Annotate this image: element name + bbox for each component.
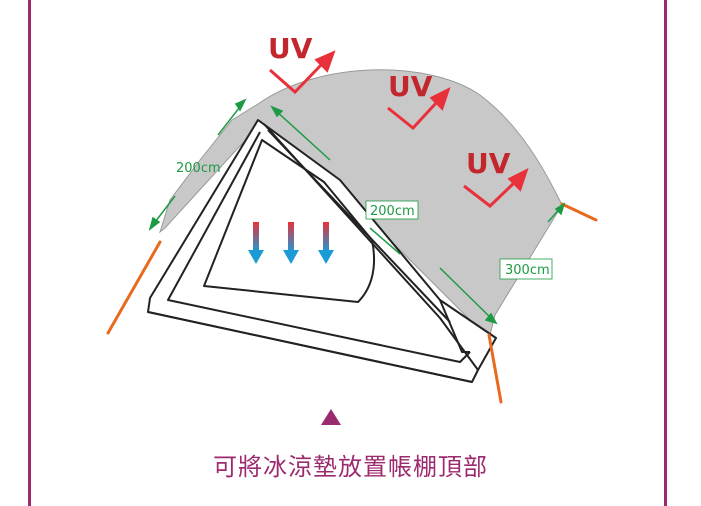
dimension-lines xyxy=(148,98,566,325)
uv-reflect-arrow-icon xyxy=(387,87,451,131)
down-arrow-icon xyxy=(318,222,334,264)
dimension-label-ridge-bg xyxy=(365,200,419,220)
frame-right-border xyxy=(664,0,667,506)
uv-label-2: UV xyxy=(388,70,433,103)
dimension-label-left: 200cm xyxy=(176,161,221,176)
down-arrow-icon xyxy=(283,222,299,264)
uv-label-3: UV xyxy=(466,147,511,180)
up-triangle-icon xyxy=(321,409,341,425)
dimension-label-right: 300cm xyxy=(505,263,550,278)
tent-poles xyxy=(106,202,598,404)
uv-label-1: UV xyxy=(268,32,313,65)
uv-reflect-arrow-icon xyxy=(269,50,336,95)
dimension-label-right-bg xyxy=(499,258,553,280)
down-arrow-icon xyxy=(248,222,264,264)
caption-text: 可將冰涼墊放置帳棚頂部 xyxy=(213,453,488,481)
frame-left-border xyxy=(28,0,31,506)
uv-reflect-arrow-icon xyxy=(463,168,529,208)
dimension-label-ridge: 200cm xyxy=(370,204,415,219)
